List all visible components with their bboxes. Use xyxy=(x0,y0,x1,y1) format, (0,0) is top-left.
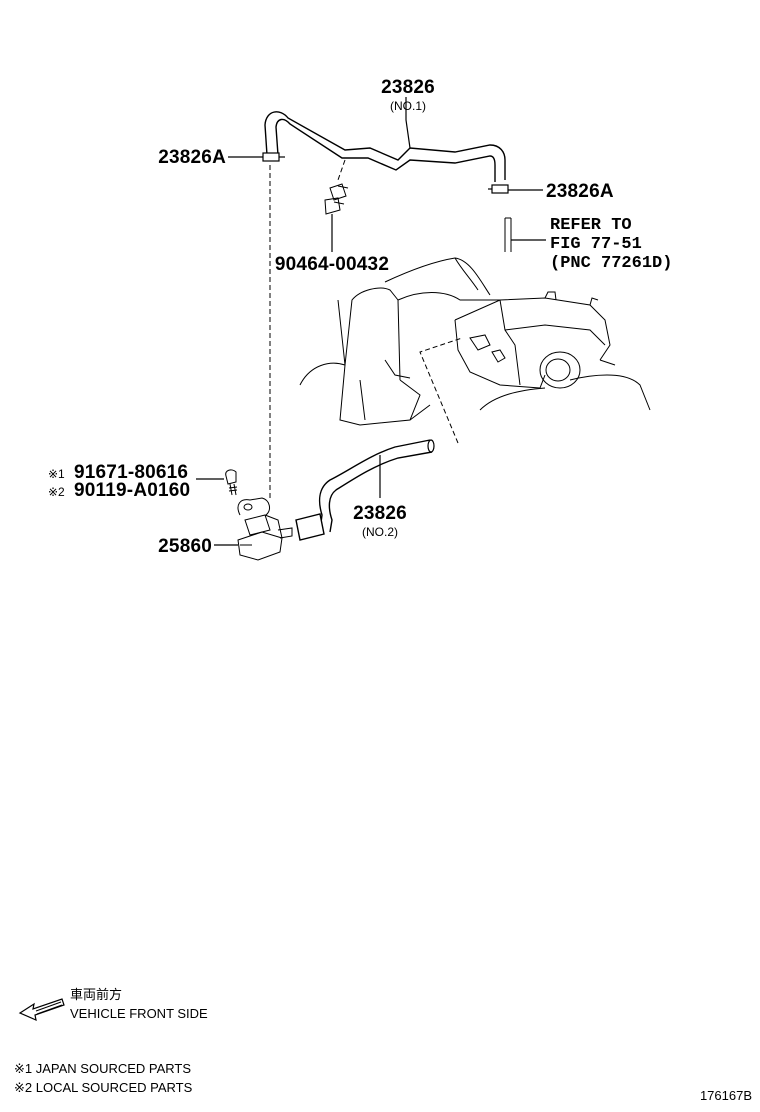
front-direction-en: VEHICLE FRONT SIDE xyxy=(70,1006,208,1021)
hose-no2-part-number: 23826 xyxy=(353,503,407,524)
clamp-left-part-number: 23826A xyxy=(158,147,226,168)
refer-hose-end xyxy=(504,217,546,252)
hose-no1-sub-label: (NO.1) xyxy=(390,99,426,113)
front-direction-jp: 車両前方 xyxy=(70,987,122,1002)
hose-no2 xyxy=(295,439,435,541)
clip-part-number: 90464-00432 xyxy=(275,254,389,275)
clip-90464 xyxy=(324,159,349,252)
clamp-left xyxy=(228,152,285,162)
engine-outline xyxy=(299,257,500,426)
dashed-link-canister xyxy=(419,337,463,444)
refer-line-3: (PNC 77261D) xyxy=(550,254,672,273)
figure-id: 176167B xyxy=(700,1088,752,1103)
clamp-right xyxy=(488,184,543,194)
canister-outline xyxy=(454,291,651,411)
bolt-part-number-1: 91671-80616 xyxy=(74,462,188,483)
bolt-mark-2: ※2 xyxy=(48,485,65,499)
refer-line-2: FIG 77-51 xyxy=(550,235,642,254)
valve-25860 xyxy=(214,497,293,561)
hose-no2-sub-label: (NO.2) xyxy=(362,525,398,539)
front-arrow-icon xyxy=(18,998,65,1022)
bolt xyxy=(196,469,238,496)
valve-part-number: 25860 xyxy=(158,536,212,557)
refer-line-1: REFER TO xyxy=(550,216,632,235)
footnote-local-sourced: ※2 LOCAL SOURCED PARTS xyxy=(14,1080,193,1095)
hose-no1 xyxy=(264,97,506,182)
bolt-part-number-2: 90119-A0160 xyxy=(74,480,190,501)
footnote-japan-sourced: ※1 JAPAN SOURCED PARTS xyxy=(14,1061,191,1076)
bolt-mark-1: ※1 xyxy=(48,467,65,481)
hose-no1-part-number: 23826 xyxy=(381,77,435,98)
clamp-right-part-number: 23826A xyxy=(546,181,614,202)
